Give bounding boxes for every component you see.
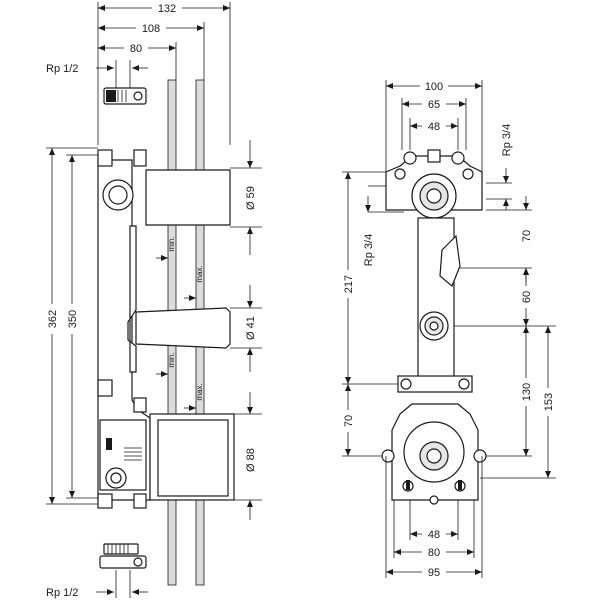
dimension-95: 95: [386, 564, 482, 579]
svg-text:153: 153: [543, 393, 555, 411]
middle-cartridge: Ø 41: [135, 285, 262, 372]
svg-text:min.: min.: [167, 352, 176, 367]
svg-text:350: 350: [67, 310, 79, 328]
thread-top-label: Rp 1/2: [46, 60, 148, 88]
dim-41-text: Ø 41: [245, 316, 257, 340]
thread-bottom-label: Rp 1/2: [46, 570, 148, 599]
dimension-362: 362: [44, 147, 98, 505]
dim-132-text: 132: [158, 3, 176, 15]
svg-text:100: 100: [425, 81, 443, 93]
svg-text:65: 65: [428, 99, 440, 111]
bottom-connector-fitting: [99, 543, 147, 569]
svg-text:min.: min.: [167, 236, 176, 251]
svg-text:217: 217: [343, 275, 355, 293]
dim-108-text: 108: [142, 23, 160, 35]
lower-cartridge: Ø 88: [149, 392, 262, 520]
svg-text:48: 48: [428, 121, 440, 133]
dimension-65: 65: [401, 96, 467, 150]
min-max-labels: min. max. min. max.: [156, 236, 204, 411]
dimension-70-left: 70: [340, 383, 400, 457]
dimension-80: 80: [98, 40, 177, 80]
dimension-100: 100: [385, 78, 483, 172]
valve-body-front: [381, 149, 487, 578]
left-view: 132 108 80 Rp 1/2: [44, 0, 262, 599]
svg-text:Rp 3/4: Rp 3/4: [501, 124, 513, 156]
dimension-60: 60: [452, 268, 556, 327]
dimension-48-bottom: 48: [410, 526, 458, 541]
svg-text:Rp 1/2: Rp 1/2: [46, 587, 78, 599]
svg-text:95: 95: [428, 567, 440, 579]
top-connector-fitting: [103, 87, 147, 105]
dimension-80-bottom: 80: [394, 544, 474, 559]
svg-text:80: 80: [428, 547, 440, 559]
dim-59-text: Ø 59: [245, 186, 257, 210]
valve-body-side: [97, 149, 151, 509]
dim-80-text: 80: [130, 43, 142, 55]
svg-text:70: 70: [521, 230, 533, 242]
dim-88-text: Ø 88: [245, 448, 257, 472]
svg-text:60: 60: [521, 291, 533, 303]
svg-text:130: 130: [521, 383, 533, 401]
dimension-217: 217: [340, 171, 386, 384]
dimension-70-right: 70: [460, 196, 533, 282]
right-view: 100 65 48 Rp 3/4 21: [340, 78, 556, 579]
dimension-350: 350: [64, 154, 98, 499]
dimension-153: 153: [480, 326, 556, 479]
thread-top-right-label: Rp 3/4: [486, 124, 513, 210]
svg-text:Rp 3/4: Rp 3/4: [363, 234, 375, 266]
dimension-130: 130: [470, 326, 534, 457]
upper-cartridge: Ø 59: [145, 140, 262, 255]
svg-text:max.: max.: [195, 265, 204, 282]
svg-text:362: 362: [47, 310, 59, 328]
svg-text:max.: max.: [195, 383, 204, 400]
dimension-48-top: 48: [409, 118, 459, 150]
svg-text:Rp 1/2: Rp 1/2: [46, 63, 78, 75]
svg-text:48: 48: [428, 529, 440, 541]
dimension-108: 108: [98, 20, 205, 80]
svg-text:70: 70: [343, 415, 355, 427]
